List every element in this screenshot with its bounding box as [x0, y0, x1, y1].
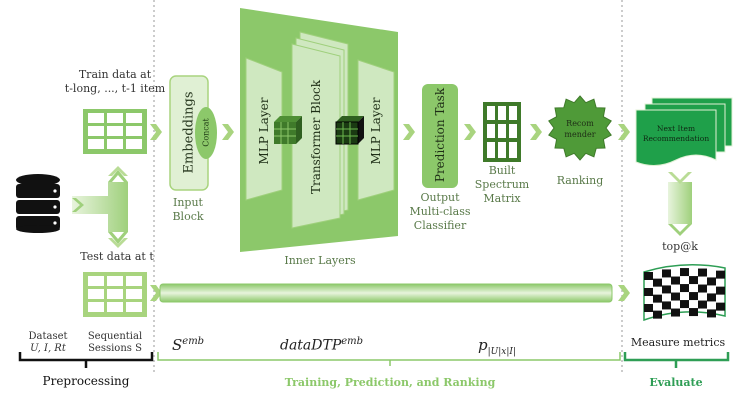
- recommender-badge: [548, 95, 612, 161]
- chevron-right-icon: [618, 285, 630, 301]
- prediction-task-block: [422, 84, 458, 188]
- mlp-layer-left-label: MLP Layer: [257, 97, 271, 165]
- chevron-right-icon: [150, 285, 162, 301]
- concat-label: Concat: [201, 118, 211, 147]
- chevron-right-icon: [464, 124, 476, 140]
- flag-square: [680, 300, 689, 309]
- flag-square: [653, 310, 662, 319]
- preprocessing-bracket: [18, 352, 154, 368]
- chevron-right-icon: [403, 124, 415, 140]
- dataset-title: Dataset: [28, 331, 68, 342]
- p-formula: p|U|x|I|: [478, 336, 516, 357]
- mlp-layer-right-label: MLP Layer: [369, 97, 383, 165]
- flag-square: [698, 268, 707, 277]
- transformer-block-label: Transformer Block: [309, 79, 323, 195]
- flag-square: [662, 301, 671, 310]
- chevron-right-icon: [618, 124, 630, 140]
- evaluate-bracket: [623, 352, 730, 368]
- measure-metrics-label: Measure metrics: [630, 336, 726, 349]
- topk-label: top@k: [662, 240, 698, 253]
- database-icon: [16, 174, 60, 233]
- sessions-label: Sequential Sessions S: [80, 331, 150, 355]
- flag-square: [707, 293, 716, 302]
- flag-square: [653, 294, 662, 303]
- ranking-label: Ranking: [556, 174, 604, 187]
- chevron-right-icon: [530, 124, 542, 140]
- transformer-block: [291, 43, 341, 229]
- flag-square: [680, 268, 689, 277]
- data-dtp-formula: dataDTPemb: [280, 336, 364, 354]
- flag-square: [644, 304, 653, 312]
- flag-square: [671, 308, 680, 317]
- next-item-label: Next Item Recommendation: [642, 124, 710, 143]
- test-data-grid-icon: [83, 272, 147, 317]
- dataset-label: Dataset U, I, Rt: [18, 331, 78, 355]
- flag-square: [689, 308, 698, 317]
- train-data-label: Train data at t-long, ..., t-1 item: [64, 68, 166, 95]
- flag-square: [716, 270, 725, 279]
- flag-square: [671, 292, 680, 301]
- flag-square: [653, 278, 662, 287]
- next-item-recommendation-stack: [635, 97, 733, 166]
- flag-square: [707, 309, 716, 318]
- preprocessing-label: Preprocessing: [42, 374, 130, 388]
- flag-square: [671, 276, 680, 285]
- classifier-label: Output Multi-class Classifier: [409, 191, 471, 232]
- training-section-label: Training, Prediction, and Ranking: [284, 376, 496, 389]
- test-data-label: Test data at t: [80, 250, 154, 263]
- concat-node: [195, 107, 217, 159]
- flag-square: [716, 286, 725, 295]
- embeddings-label: Embeddings: [181, 91, 197, 174]
- tensor-cube-dark-icon: [335, 116, 364, 145]
- down-arrow-icon: [668, 172, 692, 236]
- chevron-right-icon: [222, 124, 234, 140]
- dataset-vars: U, I, Rt: [30, 343, 66, 354]
- prediction-task-label: Prediction Task: [433, 87, 447, 183]
- flag-square: [644, 272, 653, 280]
- sessions-title: Sequential: [87, 331, 143, 342]
- flag-square: [698, 284, 707, 293]
- test-data-flow-bar: [159, 283, 613, 303]
- flag-square: [644, 288, 653, 296]
- flag-square: [680, 284, 689, 293]
- tensor-cube-icon: [274, 116, 302, 144]
- recommender-label: Recom mender: [564, 119, 596, 139]
- sessions-vars: Sessions S: [88, 343, 142, 354]
- flag-square: [662, 285, 671, 294]
- split-arrow-icon: [72, 166, 128, 248]
- checkered-flag-icon: [643, 264, 726, 322]
- flag-square: [707, 277, 716, 286]
- spectrum-matrix-label: Built Spectrum Matrix: [474, 164, 530, 205]
- training-bracket: [157, 352, 621, 366]
- chevron-right-icon: [150, 124, 162, 140]
- train-data-grid-icon: [83, 109, 147, 154]
- spectrum-matrix-icon: [483, 102, 521, 162]
- mlp-layer-right: [357, 59, 395, 201]
- flag-square: [689, 276, 698, 285]
- s-emb-formula: Semb: [172, 336, 205, 354]
- flag-square: [716, 302, 725, 311]
- flag-square: [689, 292, 698, 301]
- mlp-layer-left: [245, 57, 283, 201]
- flag-square: [698, 300, 707, 309]
- evaluate-label: Evaluate: [649, 376, 703, 389]
- flag-square: [662, 269, 671, 278]
- inner-layers-label: Inner Layers: [284, 254, 356, 267]
- input-block-label: Input Block: [172, 196, 204, 223]
